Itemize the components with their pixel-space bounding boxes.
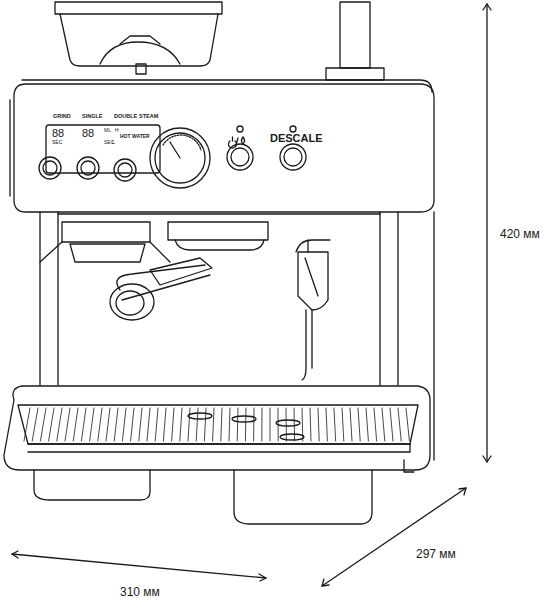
grill-slot: [229, 408, 230, 441]
grill-slot: [57, 408, 62, 441]
dimension-label: 310 мм: [120, 586, 160, 598]
grill-slot: [286, 408, 287, 441]
grill-slot: [294, 408, 296, 441]
lcd-digits: 88: [52, 128, 64, 139]
grill-slot: [81, 408, 86, 441]
dimension-label: 297 мм: [416, 548, 456, 560]
grill-slot: [40, 408, 46, 441]
lcd-label: SINGLE: [82, 114, 102, 120]
grill-slot: [326, 408, 327, 441]
grill-slot: [350, 408, 352, 441]
grill-slot: [318, 408, 319, 441]
grill-slot: [406, 408, 409, 441]
grill-slot: [221, 408, 222, 441]
grill-slot: [49, 408, 54, 441]
dimension-label: 420 мм: [500, 228, 540, 240]
lcd-unit: L: [112, 140, 115, 145]
grill-slot: [155, 408, 158, 441]
grill-slot: [147, 408, 150, 441]
grill-slot: [188, 408, 190, 441]
grill-slot: [366, 408, 368, 441]
grill-slot: [245, 408, 247, 441]
grill-slot: [358, 408, 360, 441]
lcd-label: HOT WATER: [120, 134, 150, 139]
grill-slot: [98, 408, 102, 441]
grill-slot: [172, 408, 174, 441]
grill-slot: [342, 408, 344, 441]
grill-slot: [310, 408, 311, 441]
lcd-label: GRIND: [53, 114, 71, 120]
grill-slot: [163, 408, 166, 441]
grill-slot: [122, 408, 126, 441]
grill-slot: [73, 408, 78, 441]
grill-slot: [139, 408, 142, 441]
grill-slot: [334, 408, 336, 441]
grill-slot: [382, 408, 385, 441]
grill-slot: [131, 408, 134, 441]
lcd-unit: SEC: [52, 140, 62, 145]
grill-slot: [24, 408, 30, 441]
grill-slot: [32, 408, 38, 441]
grill-slot: [237, 408, 239, 441]
button-label: DESCALE: [270, 133, 323, 144]
grill-slot: [261, 408, 262, 441]
grill-slot: [398, 408, 401, 441]
grill-slot: [106, 408, 110, 441]
grill-slot: [65, 408, 70, 441]
grill-slot: [180, 408, 182, 441]
grill-slot: [90, 408, 94, 441]
grill-slot: [270, 408, 271, 441]
grill-slot: [213, 408, 214, 441]
lcd-unit: ML: [104, 128, 111, 133]
grill-slot: [114, 408, 118, 441]
lcd-digits: 88: [82, 128, 94, 139]
grill-slot: [253, 408, 254, 441]
lcd-label: STEAM: [139, 114, 158, 120]
grill-slot: [374, 408, 377, 441]
lcd-unit: H: [115, 128, 119, 133]
grill-slot: [390, 408, 393, 441]
lcd-label: DOUBLE: [114, 114, 137, 120]
